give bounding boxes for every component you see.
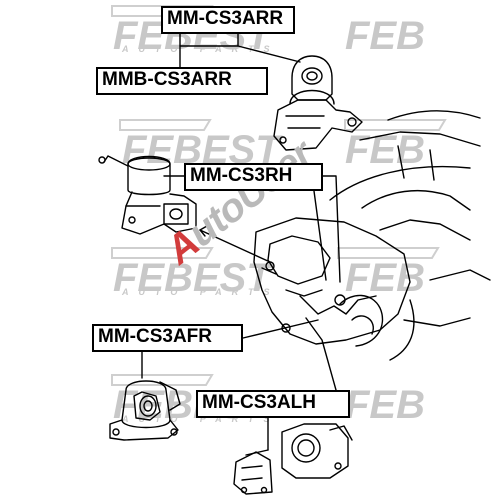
leader-line — [199, 229, 271, 263]
part-label-mm-cs3alh: MM-CS3ALH — [196, 390, 350, 418]
right-mount — [98, 155, 197, 235]
watermark-brand: FEB — [345, 256, 425, 300]
watermark-brand: FEB — [345, 14, 425, 58]
rear-mount-upper — [273, 55, 363, 151]
leader-line — [321, 175, 341, 283]
watermark-tagline: AUTO PARTS — [122, 414, 280, 424]
leader-line — [237, 45, 301, 63]
part-label-mmb-cs3arr: MMB-CS3ARR — [96, 67, 268, 95]
part-label-mm-cs3rh: MM-CS3RH — [184, 163, 323, 191]
watermark-swoosh — [337, 247, 440, 259]
part-label-mm-cs3afr: MM-CS3AFR — [92, 324, 243, 352]
leader-line — [313, 190, 327, 281]
leader-line — [179, 33, 239, 47]
leader-line — [242, 319, 319, 339]
front-mount — [109, 380, 181, 441]
left-mount — [233, 423, 353, 495]
watermark-tagline: AUTO PARTS — [122, 287, 280, 297]
watermark-swoosh — [111, 374, 214, 386]
watermark-swoosh — [111, 247, 214, 259]
watermark-swoosh — [344, 119, 447, 131]
leader-line — [305, 317, 337, 391]
watermark-tagline: AUTO PARTS — [122, 44, 280, 54]
engine-outline — [253, 110, 491, 361]
watermark-swoosh — [119, 119, 212, 131]
arrow-head — [199, 225, 208, 237]
part-label-mm-cs3arr: MM-CS3ARR — [161, 6, 295, 34]
watermark-brand: FEB — [345, 383, 425, 427]
watermark-brand: FEBEST — [113, 256, 271, 300]
